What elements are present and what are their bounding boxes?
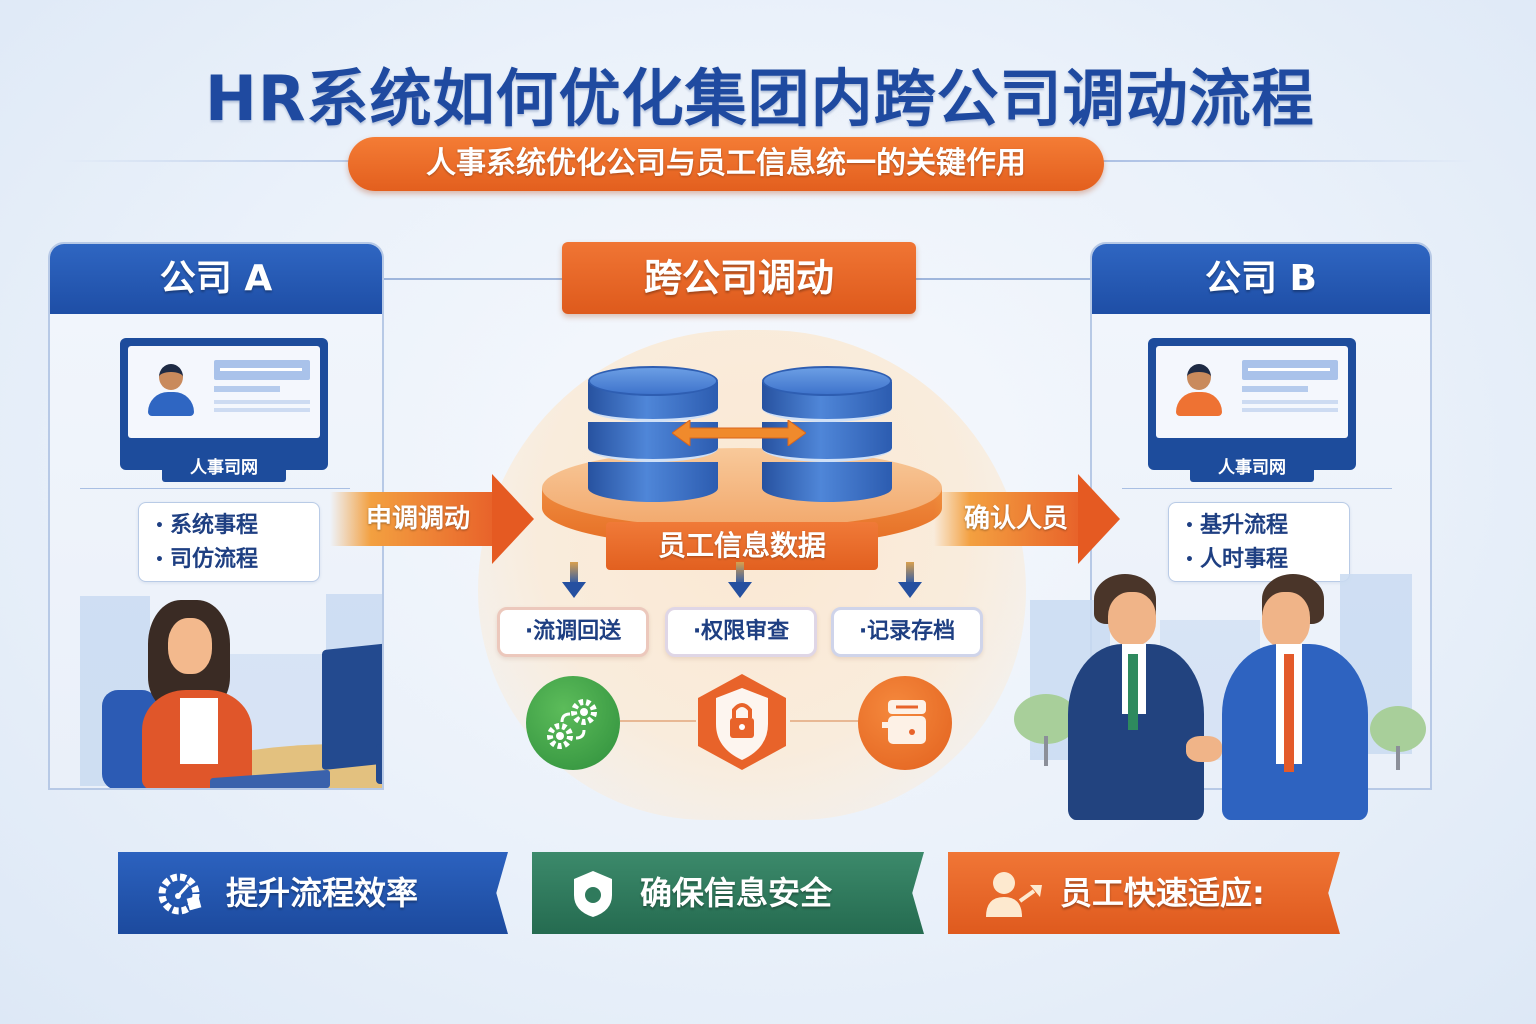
function-box-archive: ·记录存档: [831, 607, 983, 657]
icon-connector: [620, 720, 696, 722]
page-title: HR系统如何优化集团内跨公司调动流程: [205, 62, 1315, 135]
bidirectional-arrow-icon: [672, 420, 806, 446]
banner-label: 提升流程效率: [226, 874, 419, 912]
database-icon-b: [762, 366, 892, 506]
database-icon-a: [588, 366, 718, 506]
down-arrow-icon: [562, 562, 586, 600]
office-worker-illustration: [76, 594, 382, 788]
feature-item: 司仿流程: [155, 543, 303, 577]
banner-label: 员工快速适应:: [1060, 874, 1265, 912]
company-a-header: 公司 A: [50, 244, 382, 314]
banner-label: 确保信息安全: [640, 874, 833, 912]
user-arrow-icon: [986, 872, 1042, 917]
subtitle-pill: 人事系统优化公司与员工信息统一的关键作用: [348, 137, 1104, 191]
employee-profile-card: [1156, 346, 1348, 438]
icon-connector: [790, 720, 862, 722]
company-a-feature-list: 系统事程 司仿流程: [138, 502, 320, 582]
hr-system-monitor-b: 人事司网: [1148, 338, 1356, 482]
down-arrow-icon: [728, 562, 752, 600]
connector-line-left: [384, 278, 562, 280]
banner-adaptation: 员工快速适应:: [948, 852, 1340, 934]
gear-gauge-icon: [158, 873, 202, 915]
panel-divider: [80, 488, 350, 489]
inbound-flow-arrow: 申调调动: [330, 474, 534, 564]
function-box-sync: ·流调回送: [497, 607, 649, 657]
employee-avatar-icon: [1174, 360, 1224, 422]
feature-item: 基升流程: [1185, 509, 1333, 543]
monitor-label: 人事司网: [1190, 454, 1314, 482]
feature-item: 人时事程: [1185, 543, 1333, 577]
inbound-arrow-label: 申调调动: [366, 504, 471, 534]
outbound-arrow-label: 确认人员: [964, 504, 1069, 534]
hr-system-monitor-a: 人事司网: [120, 338, 328, 482]
feature-item: 系统事程: [155, 509, 303, 543]
handshake-illustration: [1000, 560, 1440, 820]
outbound-flow-arrow: 确认人员: [934, 474, 1120, 564]
panel-divider: [1122, 488, 1392, 489]
connector-line-right: [916, 278, 1090, 280]
shield-lock-icon: [694, 672, 790, 772]
monitor-label: 人事司网: [162, 454, 286, 482]
function-box-permission: ·权限审查: [665, 607, 817, 657]
banner-efficiency: 提升流程效率: [118, 852, 508, 934]
down-arrow-icon: [898, 562, 922, 600]
company-b-header: 公司 B: [1092, 244, 1430, 314]
company-b-feature-list: 基升流程 人时事程: [1168, 502, 1350, 582]
shield-icon: [574, 871, 612, 917]
document-archive-icon: [858, 676, 952, 770]
center-title: 跨公司调动: [562, 242, 916, 314]
banner-security: 确保信息安全: [532, 852, 924, 934]
employee-avatar-icon: [146, 360, 196, 422]
employee-profile-card: [128, 346, 320, 438]
gears-sync-icon: [526, 676, 620, 770]
company-a-panel: 公司 A 人事司网 系统事程 司仿流程: [48, 242, 384, 790]
